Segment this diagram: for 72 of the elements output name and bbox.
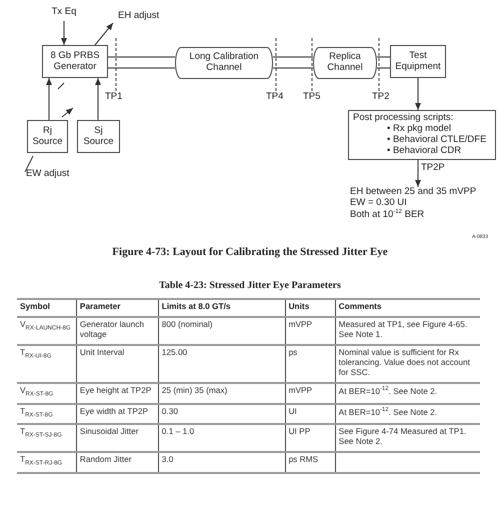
result-text: EH between 25 and 35 mVPP [350,187,476,198]
header-cell: Limits at 8.0 GT/s [158,299,286,317]
process-box [27,120,68,153]
table-cell: 0.30 [158,404,286,424]
table-cell: mVPP [285,382,336,404]
node-label: Rj Source [31,126,64,148]
table-cell: T$_{RX-ST-8G}$ [17,404,76,424]
table-cell: Eye height at TP2P [76,382,158,404]
process-box [42,45,108,78]
header-cell: Parameter [76,299,158,317]
box-heading: Post processing scripts: [353,113,454,124]
table-cell: Measured at TP1, see Figure 4-65. See Note 1. [335,316,480,345]
table-cell: 125.00 [158,344,286,383]
table-cell: 3.0 [158,452,286,474]
input-label: Tx Eq [46,5,82,19]
table-cell: ps [285,344,336,383]
channel-cylinder [175,47,273,79]
arrow [95,78,101,120]
header-cell: Symbol [17,299,76,317]
table-cell: 800 (nominal) [158,316,286,345]
node-label: Replica Channel [326,52,364,74]
channel-cylinder [313,47,377,79]
table-cell: See Figure 4-74 Measured at TP1. See Note 2. [335,424,480,452]
node-label: Test Equipment [394,50,442,72]
table-title: Table 4-23: Stressed Jitter Eye Parameters [158,280,342,291]
figure-caption: Figure 4-73: Layout for Calibrating the Stressed Jitter Eye [111,246,389,258]
table-cell: At BER=10$^{-12}$. See Note 2. [335,382,480,404]
process-box [77,120,120,153]
arrow [415,78,421,110]
test-point-label: TP2 [372,91,390,102]
table-cell: Nominal value is sufficient for Rx tolerancing. Value does not account for SSC. [335,344,480,383]
table-cell: Sinusoidal Jitter [76,424,158,452]
table-cell: 25 (min) 35 (max) [158,382,286,404]
table-cell: T$_{RX-ST-RJ-8G}$ [17,452,76,474]
result-text: Both at 10$^{-12}$ BER [350,208,424,221]
arrow [61,20,67,46]
adjust-label: EH adjust [118,10,160,21]
table-cell: 0.1 – 1.0 [158,424,286,452]
result-text: EW = 0.30 UI [350,198,407,208]
table-cell: V$_{RX-ST-8G}$ [17,382,76,404]
table-cell: UI [285,404,336,424]
scripts-box [348,110,496,160]
table-cell: ps RMS [285,452,336,474]
bullet-item: • Rx pkg model [387,124,452,135]
table-cell: Unit Interval [76,344,158,383]
table-cell: At BER=10$^{-12}$. See Note 2. [335,404,480,424]
connector-line [272,56,314,68]
process-box [390,45,446,78]
test-point-label: TP1 [105,91,122,102]
table-cell: V$_{RX-LAUNCH-8G}$ [17,316,76,345]
bullet-item: • Behavioral CTLE/DFE [387,135,486,146]
node-label: 8 Gb PRBS Generator [49,50,101,72]
adjust-label: EW adjust [26,168,70,179]
table-cell: UI PP [285,424,336,452]
table-cell: Random Jitter [76,452,158,474]
arrow [415,160,421,188]
header-cell: Comments [335,299,480,317]
test-point-label: TP5 [303,91,320,102]
table-cell: T$_{RX-ST-SJ-8G}$ [17,424,76,452]
header-cell: Units [285,299,336,317]
test-point-label: TP4 [266,91,284,102]
edge-label: TP2P [421,162,445,173]
table-cell: T$_{RX-UI-8G}$ [17,344,76,383]
node-label: Long Calibration Channel [188,52,260,74]
connector-line [108,56,176,68]
connector-line [376,56,390,68]
table-cell: Eye width at TP2P [76,404,158,424]
node-label: Sj Source [82,126,115,148]
bullet-item: • Behavioral CDR [387,146,462,157]
arrow [46,78,52,120]
table-cell: mVPP [285,316,336,345]
table-cell: Generator launch voltage [76,316,158,345]
